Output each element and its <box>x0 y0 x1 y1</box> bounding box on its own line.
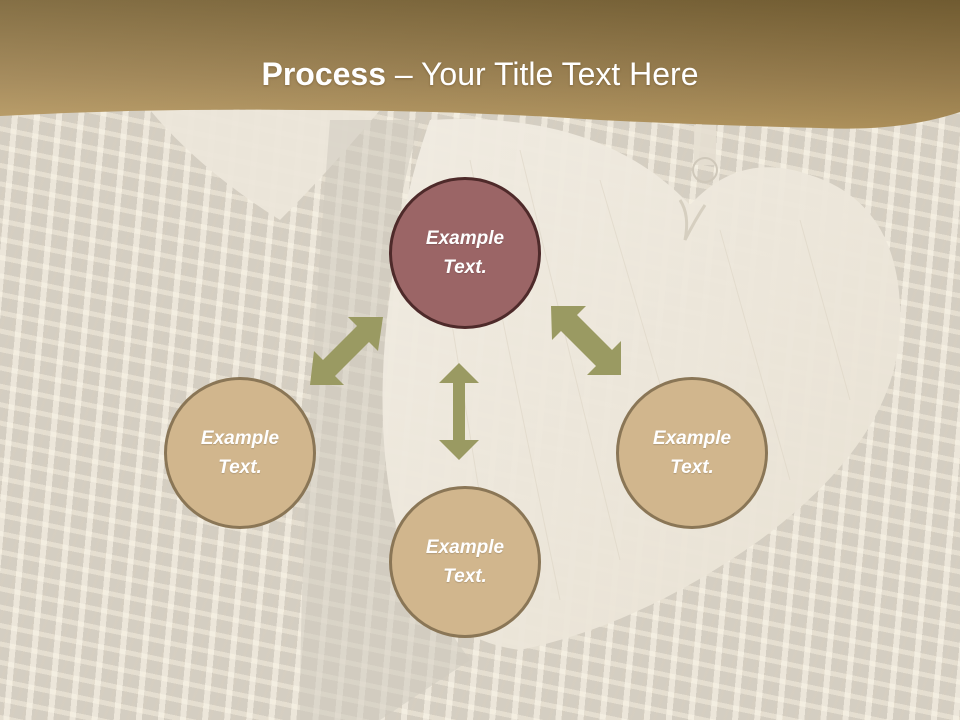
arrow-top-right <box>551 306 621 375</box>
node-right-label: Example Text. <box>652 428 732 478</box>
node-left[interactable]: Example Text. <box>164 377 316 529</box>
node-bottom[interactable]: Example Text. <box>389 486 541 638</box>
node-bottom-label: Example Text. <box>425 537 505 587</box>
title-bold: Process <box>261 56 387 92</box>
node-top-label: Example Text. <box>425 228 505 278</box>
node-top[interactable]: Example Text. <box>389 177 541 329</box>
header-band <box>0 0 960 129</box>
title-rest: – Your Title Text Here <box>386 56 699 92</box>
slide-title: Process – Your Title Text Here <box>0 50 960 98</box>
arrow-vertical <box>439 363 479 460</box>
node-left-label: Example Text. <box>200 428 280 478</box>
arrow-top-left <box>310 317 383 385</box>
node-right[interactable]: Example Text. <box>616 377 768 529</box>
